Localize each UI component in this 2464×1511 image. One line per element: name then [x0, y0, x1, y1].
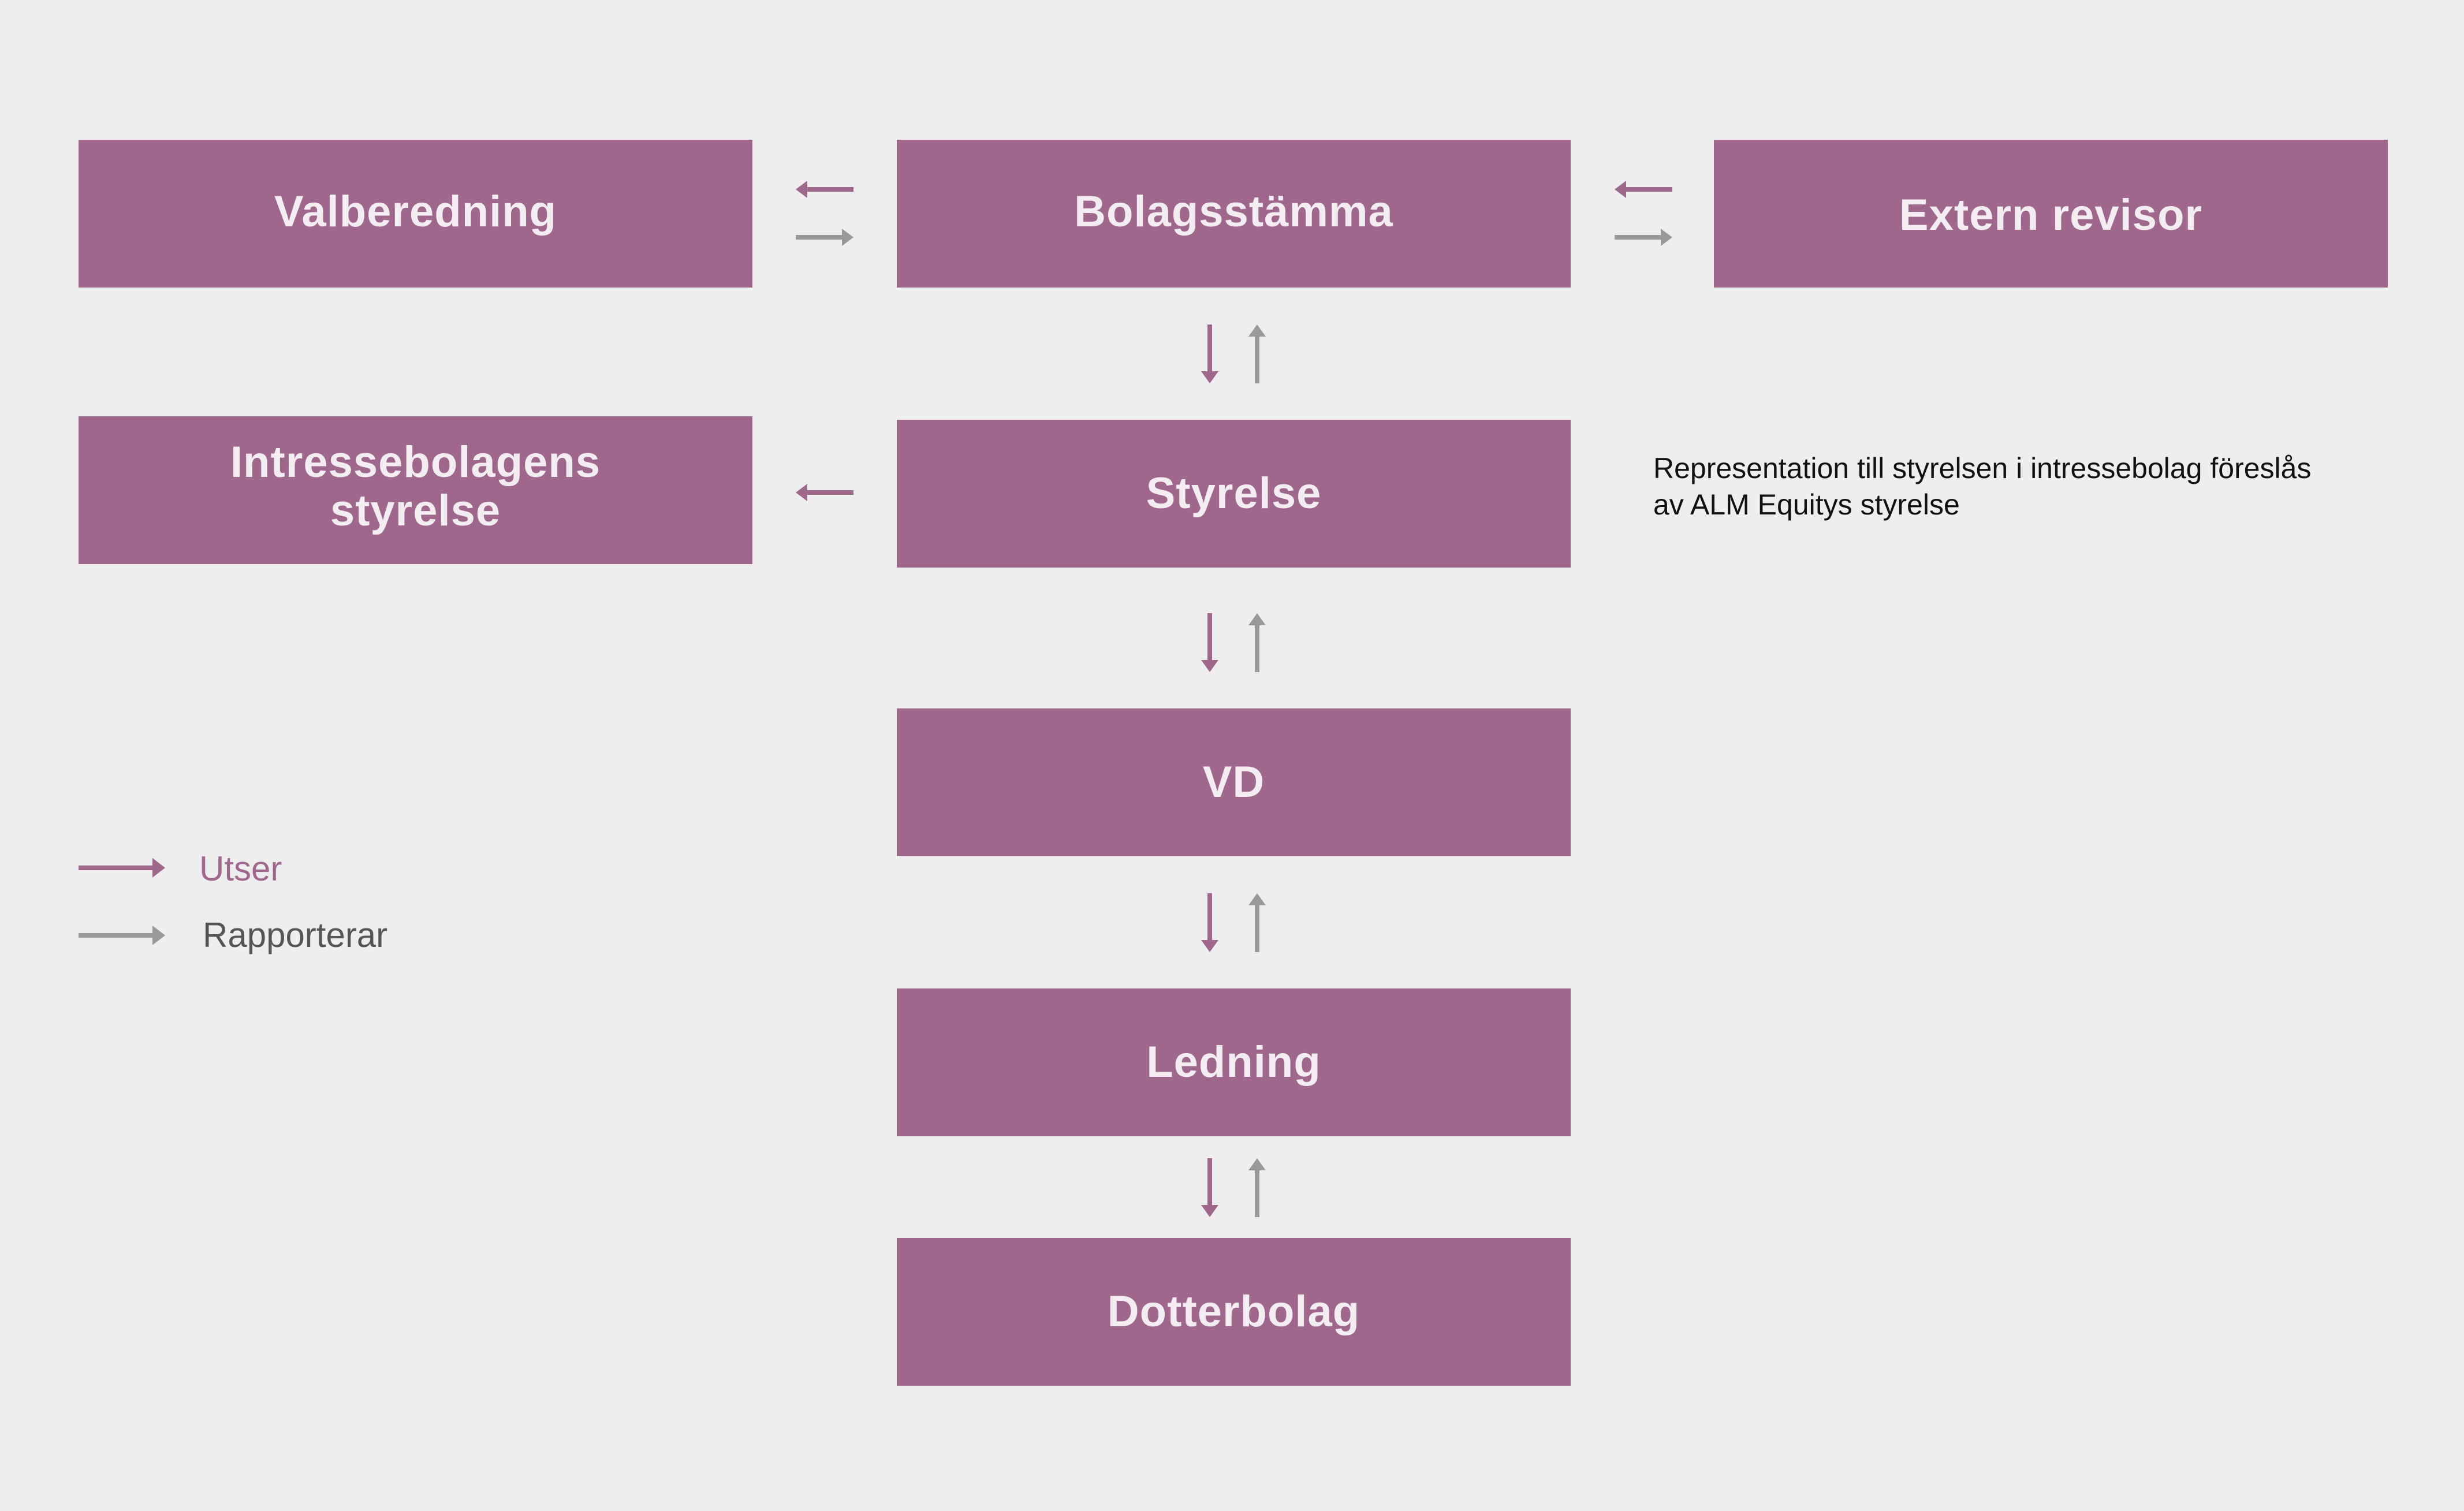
- node-intressebolagens-styrelse-line2: styrelse: [330, 486, 501, 535]
- arrow-ledning-dotterbolag-utser: [1201, 1158, 1218, 1217]
- node-vd: VD: [897, 708, 1571, 856]
- node-extern-revisor: Extern revisor: [1714, 140, 2388, 288]
- node-ledning: Ledning: [897, 988, 1571, 1136]
- node-styrelse: Styrelse: [897, 420, 1571, 568]
- legend-rapporterar-label: Rapporterar: [203, 916, 388, 954]
- arrow-styrelse-intressebolag-utser: [796, 484, 853, 501]
- node-ledning-label: Ledning: [1146, 1038, 1321, 1087]
- arrow-bolagsstamma-styrelse-utser: [1201, 324, 1218, 383]
- node-valberedning-label: Valberedning: [274, 187, 557, 236]
- node-dotterbolag: Dotterbolag: [897, 1238, 1571, 1386]
- legend-rapporterar-arrow: [79, 926, 165, 945]
- arrow-vd-styrelse-rapporterar: [1248, 613, 1266, 672]
- arrow-valberedning-bolagsstamma-utser: [796, 181, 853, 198]
- legend-utser-arrow: [79, 858, 165, 878]
- node-bolagsstamma-label: Bolagsstämma: [1074, 187, 1393, 236]
- node-vd-label: VD: [1202, 758, 1265, 807]
- legend-utser-label: Utser: [199, 849, 282, 888]
- node-extern-revisor-label: Extern revisor: [1899, 191, 2203, 240]
- arrow-styrelse-vd-utser: [1201, 613, 1218, 672]
- arrow-dotterbolag-ledning-rapporterar: [1248, 1158, 1266, 1217]
- representation-note-line1: Representation till styrelsen i intresse…: [1653, 452, 2312, 484]
- arrow-revisor-bolagsstamma-utser: [1615, 181, 1672, 198]
- representation-note: Representation till styrelsen i intresse…: [1653, 450, 2311, 523]
- arrow-vd-ledning-utser: [1201, 893, 1218, 952]
- node-valberedning: Valberedning: [79, 140, 752, 288]
- node-dotterbolag-label: Dotterbolag: [1107, 1287, 1360, 1336]
- node-bolagsstamma: Bolagsstämma: [897, 140, 1571, 288]
- node-intressebolagens-styrelse-line1: Intressebolagens: [230, 438, 601, 487]
- representation-note-line2: av ALM Equitys styrelse: [1653, 488, 1960, 521]
- arrow-ledning-vd-rapporterar: [1248, 893, 1266, 952]
- arrow-revisor-bolagsstamma-rapporterar: [1615, 229, 1672, 246]
- node-intressebolagens-styrelse: Intressebolagens styrelse: [79, 416, 752, 564]
- arrow-styrelse-bolagsstamma-rapporterar: [1248, 324, 1266, 383]
- node-styrelse-label: Styrelse: [1146, 469, 1322, 518]
- node-intressebolagens-styrelse-label: Intressebolagens styrelse: [230, 438, 601, 535]
- arrow-valberedning-bolagsstamma-rapporterar: [796, 229, 853, 246]
